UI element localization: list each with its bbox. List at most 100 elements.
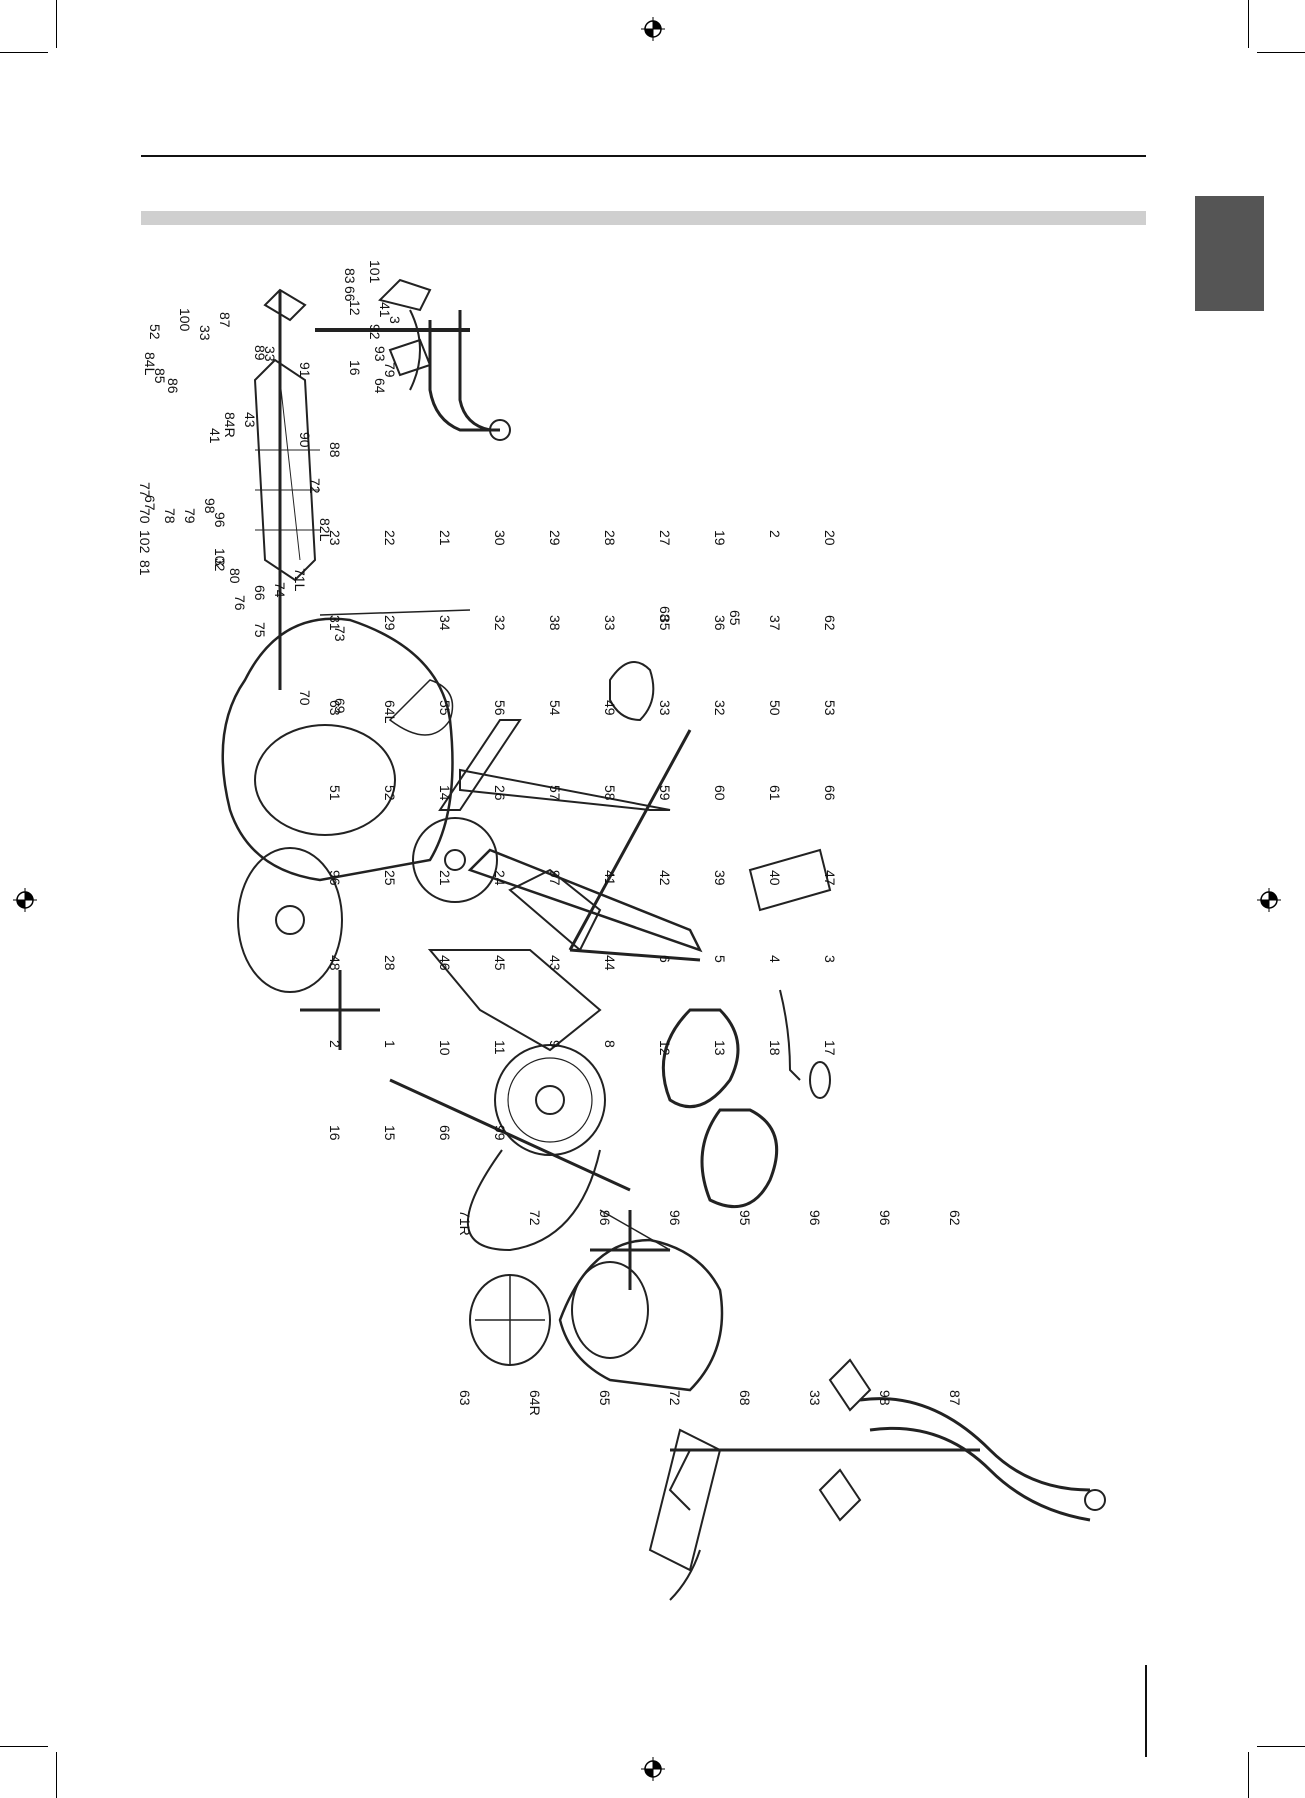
part-number-label: 3 — [387, 316, 403, 324]
part-number-label: 21 — [437, 530, 453, 546]
part-number-label: 69 — [332, 698, 348, 714]
part-number-label: 28 — [602, 530, 618, 546]
part-number-label: 70 — [137, 508, 153, 524]
crop-mark — [1257, 1746, 1305, 1747]
part-number-label: 52 — [382, 785, 398, 801]
part-number-label: 41 — [377, 302, 393, 318]
part-number-label: 12 — [657, 1040, 673, 1056]
part-number-label: 54 — [547, 700, 563, 716]
part-number-label: 2 — [767, 530, 783, 538]
part-number-label: 87 — [947, 1390, 963, 1406]
part-number-label: 97 — [547, 870, 563, 886]
part-number-label: 33 — [262, 346, 278, 362]
part-number-label: 13 — [712, 1040, 728, 1056]
part-number-label: 42 — [657, 870, 673, 886]
crop-mark — [1248, 0, 1249, 48]
part-number-label: 96 — [877, 1210, 893, 1226]
part-number-label: 68 — [737, 1390, 753, 1406]
part-number-label: 96 — [667, 1210, 683, 1226]
part-number-label: 32 — [712, 700, 728, 716]
part-number-label: 48 — [327, 955, 343, 971]
part-number-label: 87 — [217, 312, 233, 328]
part-number-label: 12 — [347, 300, 363, 316]
registration-mark-icon — [641, 1757, 665, 1781]
part-number-label: 79 — [382, 362, 398, 378]
part-number-label: 9 — [547, 1040, 563, 1048]
part-number-label: 46 — [437, 955, 453, 971]
part-number-label: 93 — [372, 346, 388, 362]
part-number-label: 63 — [327, 700, 343, 716]
part-number-label: 96 — [807, 1210, 823, 1226]
part-number-label: 3 — [212, 558, 228, 566]
part-number-label: 30 — [492, 530, 508, 546]
part-number-label: 79 — [182, 508, 198, 524]
part-number-label: 26 — [492, 785, 508, 801]
part-number-label: 73 — [332, 626, 348, 642]
part-number-label: 66 — [822, 785, 838, 801]
part-number-label: 86 — [165, 378, 181, 394]
part-number-label: 99 — [492, 1125, 508, 1141]
part-number-label: 101 — [367, 260, 383, 284]
part-number-label: 27 — [657, 530, 673, 546]
part-number-label: 40 — [767, 870, 783, 886]
part-number-label: 81 — [137, 560, 153, 576]
part-number-label: 25 — [382, 870, 398, 886]
part-number-label: 59 — [657, 785, 673, 801]
part-number-label: 61 — [767, 785, 783, 801]
part-number-label: 84L — [142, 352, 158, 376]
part-number-label: 95 — [737, 1210, 753, 1226]
part-number-label: 52 — [147, 324, 163, 340]
part-number-label: 10 — [437, 1040, 453, 1056]
part-number-label: 71R — [457, 1210, 473, 1236]
part-number-label: 70 — [297, 690, 313, 706]
part-number-label: 96 — [212, 512, 228, 528]
part-number-label: 5 — [712, 955, 728, 963]
part-number-label: 51 — [327, 785, 343, 801]
part-number-label: 33 — [197, 325, 213, 341]
part-number-label: 77 — [137, 482, 153, 498]
part-number-label: 98 — [877, 1390, 893, 1406]
part-number-label: 65 — [727, 610, 743, 626]
part-number-label: 33 — [602, 615, 618, 631]
part-number-label: 72 — [307, 478, 323, 494]
part-number-label: 29 — [382, 615, 398, 631]
part-number-label: 72 — [527, 1210, 543, 1226]
part-number-label: 72 — [667, 1390, 683, 1406]
part-number-label: 100 — [177, 308, 193, 332]
part-number-label: 43 — [547, 955, 563, 971]
part-number-label: 41 — [207, 428, 223, 444]
part-number-label: 29 — [547, 530, 563, 546]
part-number-label: 43 — [242, 412, 258, 428]
part-number-label: 58 — [602, 785, 618, 801]
part-number-label: 20 — [822, 530, 838, 546]
part-number-label: 78 — [162, 508, 178, 524]
part-number-label: 91 — [297, 362, 313, 378]
part-number-label: 89 — [252, 345, 268, 361]
part-number-label: 17 — [822, 1040, 838, 1056]
part-number-label: 96 — [327, 870, 343, 886]
part-number-label: 8 — [602, 1040, 618, 1048]
part-number-label: 67 — [142, 495, 158, 511]
part-number-label: 53 — [822, 700, 838, 716]
part-number-label: 33 — [807, 1390, 823, 1406]
part-number-label: 76 — [232, 595, 248, 611]
crop-mark — [0, 1746, 48, 1747]
part-number-label: 38 — [547, 615, 563, 631]
chapter-tab — [1195, 196, 1264, 311]
part-number-label: 16 — [327, 1125, 343, 1141]
part-number-label: 35 — [657, 615, 673, 631]
part-number-label: 74 — [272, 582, 288, 598]
part-number-label: 57 — [547, 785, 563, 801]
part-number-label: 60 — [712, 785, 728, 801]
part-number-label: 85 — [152, 368, 168, 384]
part-number-label: 102 — [137, 530, 153, 554]
part-number-label: 22 — [382, 530, 398, 546]
part-number-label: 62 — [947, 1210, 963, 1226]
crop-mark — [0, 52, 48, 53]
part-number-label: 66 — [342, 286, 358, 302]
registration-mark-icon — [1257, 888, 1281, 912]
part-number-label: 80 — [227, 568, 243, 584]
part-number-label: 21 — [437, 870, 453, 886]
part-number-label: 82L — [317, 518, 333, 542]
